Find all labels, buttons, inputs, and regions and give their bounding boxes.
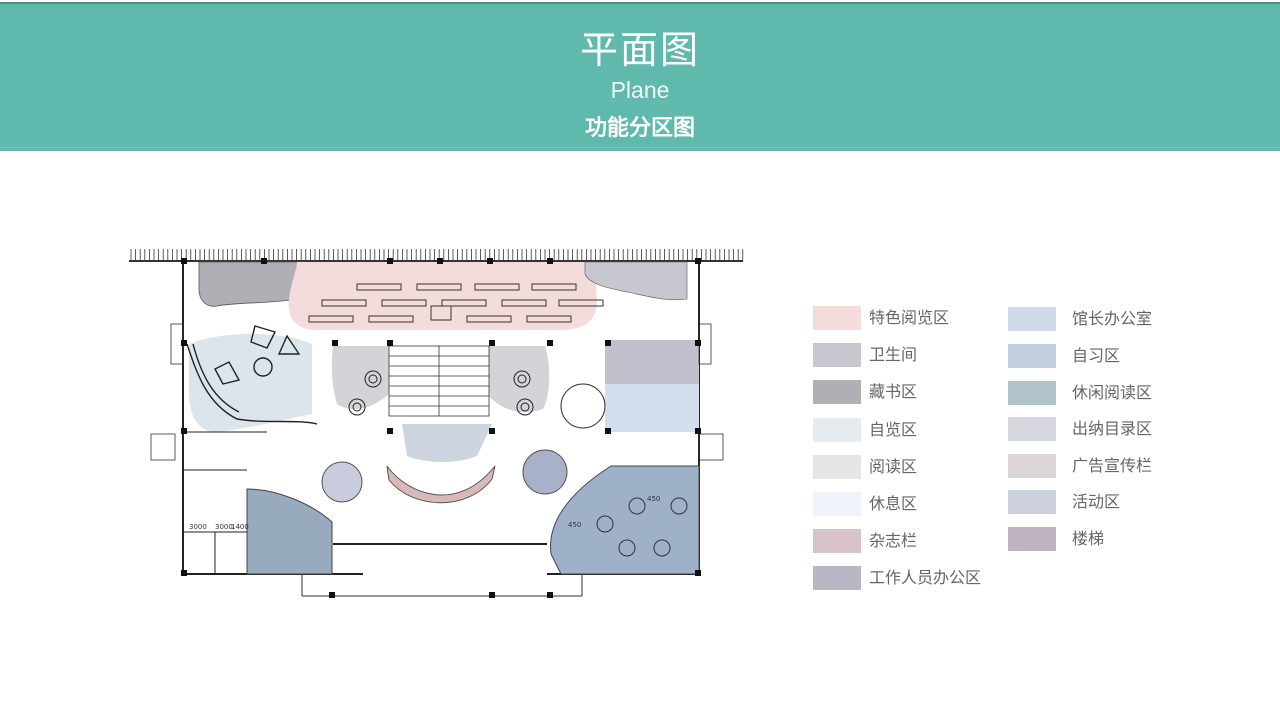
legend-item: 自览区 bbox=[813, 418, 917, 442]
legend-swatch bbox=[813, 529, 861, 553]
legend-swatch bbox=[1008, 307, 1056, 331]
legend-label: 楼梯 bbox=[1072, 529, 1105, 548]
legend-swatch bbox=[813, 418, 861, 442]
legend-label: 馆长办公室 bbox=[1072, 309, 1153, 328]
zone-featured-reading bbox=[288, 262, 597, 330]
legend-item: 藏书区 bbox=[813, 380, 917, 404]
header-banner: 平面图 Plane 功能分区图 bbox=[0, 2, 1280, 151]
floor-plan: 450 450 3000 3000 1400 bbox=[129, 249, 744, 598]
legend-item: 休闲阅读区 bbox=[1008, 381, 1152, 405]
legend-swatch bbox=[813, 380, 861, 404]
legend-item: 广告宣传栏 bbox=[1008, 454, 1152, 478]
legend-label: 活动区 bbox=[1072, 492, 1121, 511]
svg-text:3000: 3000 bbox=[189, 523, 207, 531]
legend-swatch bbox=[813, 455, 861, 479]
zone-reading-left bbox=[331, 346, 389, 410]
legend-label: 休息区 bbox=[869, 494, 918, 513]
legend-item: 阅读区 bbox=[813, 455, 917, 479]
zone-self-study bbox=[550, 465, 700, 575]
legend-label: 卫生间 bbox=[869, 345, 918, 364]
svg-text:450: 450 bbox=[647, 495, 660, 503]
legend-label: 特色阅览区 bbox=[869, 308, 950, 327]
legend-item: 楼梯 bbox=[1008, 527, 1104, 551]
zone-self-browsing bbox=[402, 424, 492, 462]
zone-restroom bbox=[584, 261, 688, 301]
zone-magazine-rack bbox=[386, 465, 496, 504]
legend-swatch bbox=[1008, 417, 1056, 441]
legend-swatch bbox=[1008, 490, 1056, 514]
legend-item: 活动区 bbox=[1008, 490, 1120, 514]
legend-label: 藏书区 bbox=[869, 382, 918, 401]
legend-swatch bbox=[1008, 454, 1056, 478]
legend-swatch bbox=[813, 306, 861, 330]
legend-item: 特色阅览区 bbox=[813, 306, 949, 330]
railing bbox=[129, 249, 744, 262]
legend-label: 广告宣传栏 bbox=[1072, 456, 1153, 475]
legend-item: 工作人员办公区 bbox=[813, 566, 981, 590]
legend-swatch bbox=[1008, 527, 1056, 551]
zone-activity-left bbox=[321, 461, 363, 503]
legend-swatch bbox=[813, 566, 861, 590]
legend-item: 馆长办公室 bbox=[1008, 307, 1152, 331]
legend-swatch bbox=[1008, 344, 1056, 368]
legend-label: 休闲阅读区 bbox=[1072, 383, 1153, 402]
legend-label: 工作人员办公区 bbox=[869, 568, 982, 587]
page-subtitle: 功能分区图 bbox=[584, 116, 695, 141]
legend-item: 卫生间 bbox=[813, 343, 917, 367]
legend-item: 出纳目录区 bbox=[1008, 417, 1152, 441]
legend-label: 杂志栏 bbox=[869, 531, 918, 550]
page-title: 平面图 bbox=[579, 28, 700, 72]
zone-staff-office bbox=[246, 488, 333, 575]
legend-label: 自习区 bbox=[1072, 346, 1121, 365]
zone-activity-right bbox=[522, 449, 568, 495]
zone-director-office bbox=[605, 384, 699, 432]
zone-circulation bbox=[605, 340, 699, 384]
legend-item: 杂志栏 bbox=[813, 529, 917, 553]
zone-rest-area bbox=[189, 333, 312, 432]
legend-label: 自览区 bbox=[869, 420, 918, 439]
svg-text:1400: 1400 bbox=[231, 523, 249, 531]
legend-swatch bbox=[813, 492, 861, 516]
legend-swatch bbox=[1008, 381, 1056, 405]
page-title-english: Plane bbox=[610, 77, 670, 103]
svg-text:3000: 3000 bbox=[215, 523, 233, 531]
legend-swatch bbox=[813, 343, 861, 367]
legend-item: 自习区 bbox=[1008, 344, 1120, 368]
svg-text:450: 450 bbox=[568, 521, 581, 529]
legend-label: 出纳目录区 bbox=[1072, 419, 1153, 438]
zone-rest-round bbox=[560, 383, 606, 429]
legend-item: 休息区 bbox=[813, 492, 917, 516]
legend-label: 阅读区 bbox=[869, 457, 918, 476]
